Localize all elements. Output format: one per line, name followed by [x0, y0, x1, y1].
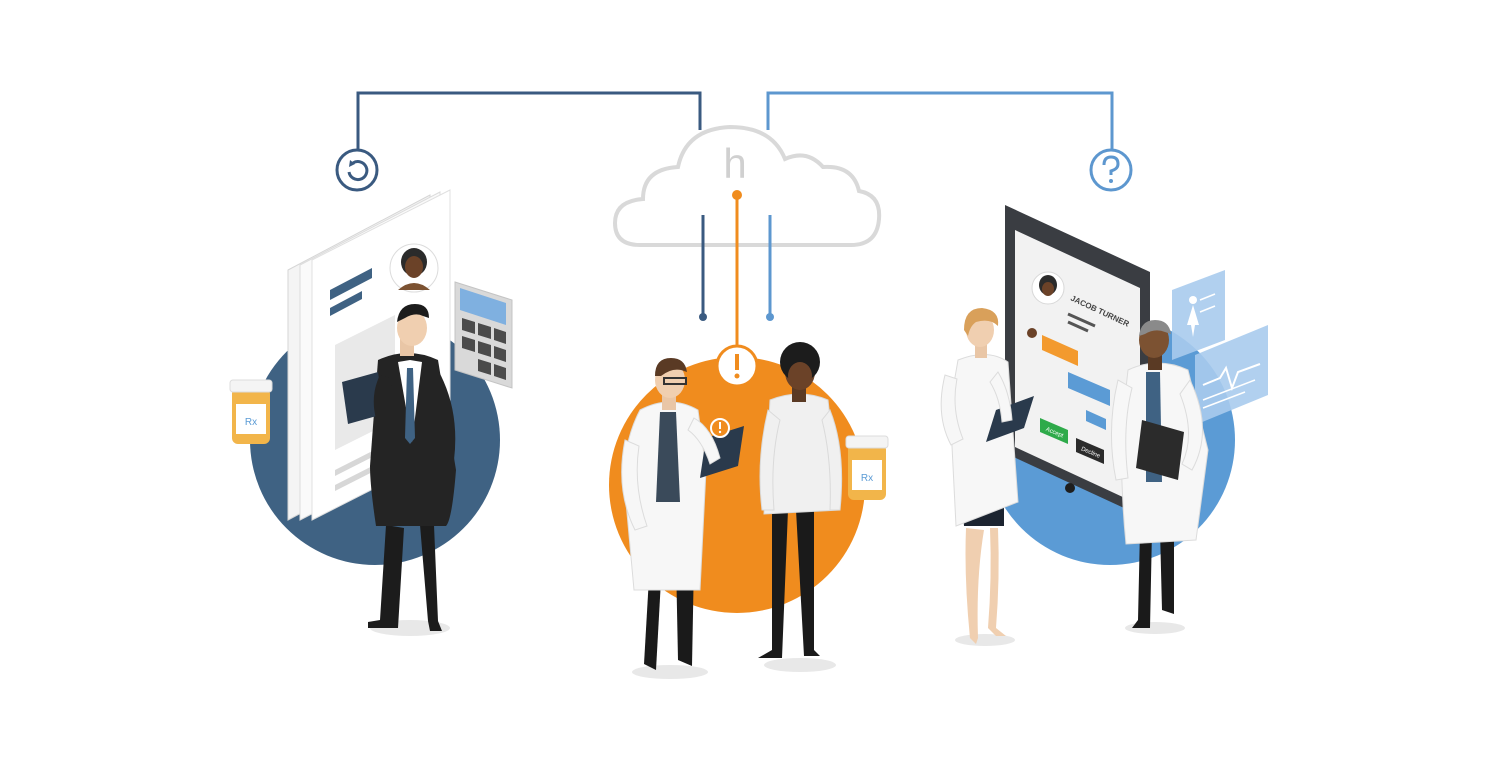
cloud-icon: h	[612, 124, 882, 247]
doctor-figure-male	[1110, 320, 1209, 634]
body-diagram-card	[1172, 270, 1225, 360]
refresh-icon	[335, 148, 379, 192]
cloud-logo-letter: h	[723, 140, 746, 187]
cloud-drop-left	[699, 215, 707, 321]
tablet-patient-avatar	[1031, 271, 1065, 305]
right-group: JACOB TURNER Accept Decline	[940, 205, 1268, 646]
connector-right	[766, 91, 1114, 150]
center-group: Rx	[609, 342, 889, 679]
rx-label-left: Rx	[245, 417, 257, 428]
calculator-icon	[454, 281, 513, 389]
prescription-bottle-left: Rx	[229, 379, 273, 444]
doctor-figure-center	[621, 358, 744, 679]
cloud-drop-center	[732, 190, 742, 345]
prescription-bottle-right: Rx	[845, 435, 889, 500]
rx-label-center: Rx	[861, 473, 873, 484]
exclamation-icon	[715, 344, 759, 388]
cloud-drop-right	[766, 215, 774, 321]
tablet-alert-icon	[710, 418, 730, 438]
businessman-figure	[342, 304, 456, 636]
connector-left	[356, 91, 702, 150]
heart-rate-card	[1195, 325, 1268, 425]
patient-figure-center	[758, 342, 843, 672]
left-group: Rx	[229, 189, 513, 636]
patient-avatar	[389, 243, 439, 293]
doctor-figure-female	[940, 308, 1034, 646]
question-icon	[1089, 148, 1133, 192]
